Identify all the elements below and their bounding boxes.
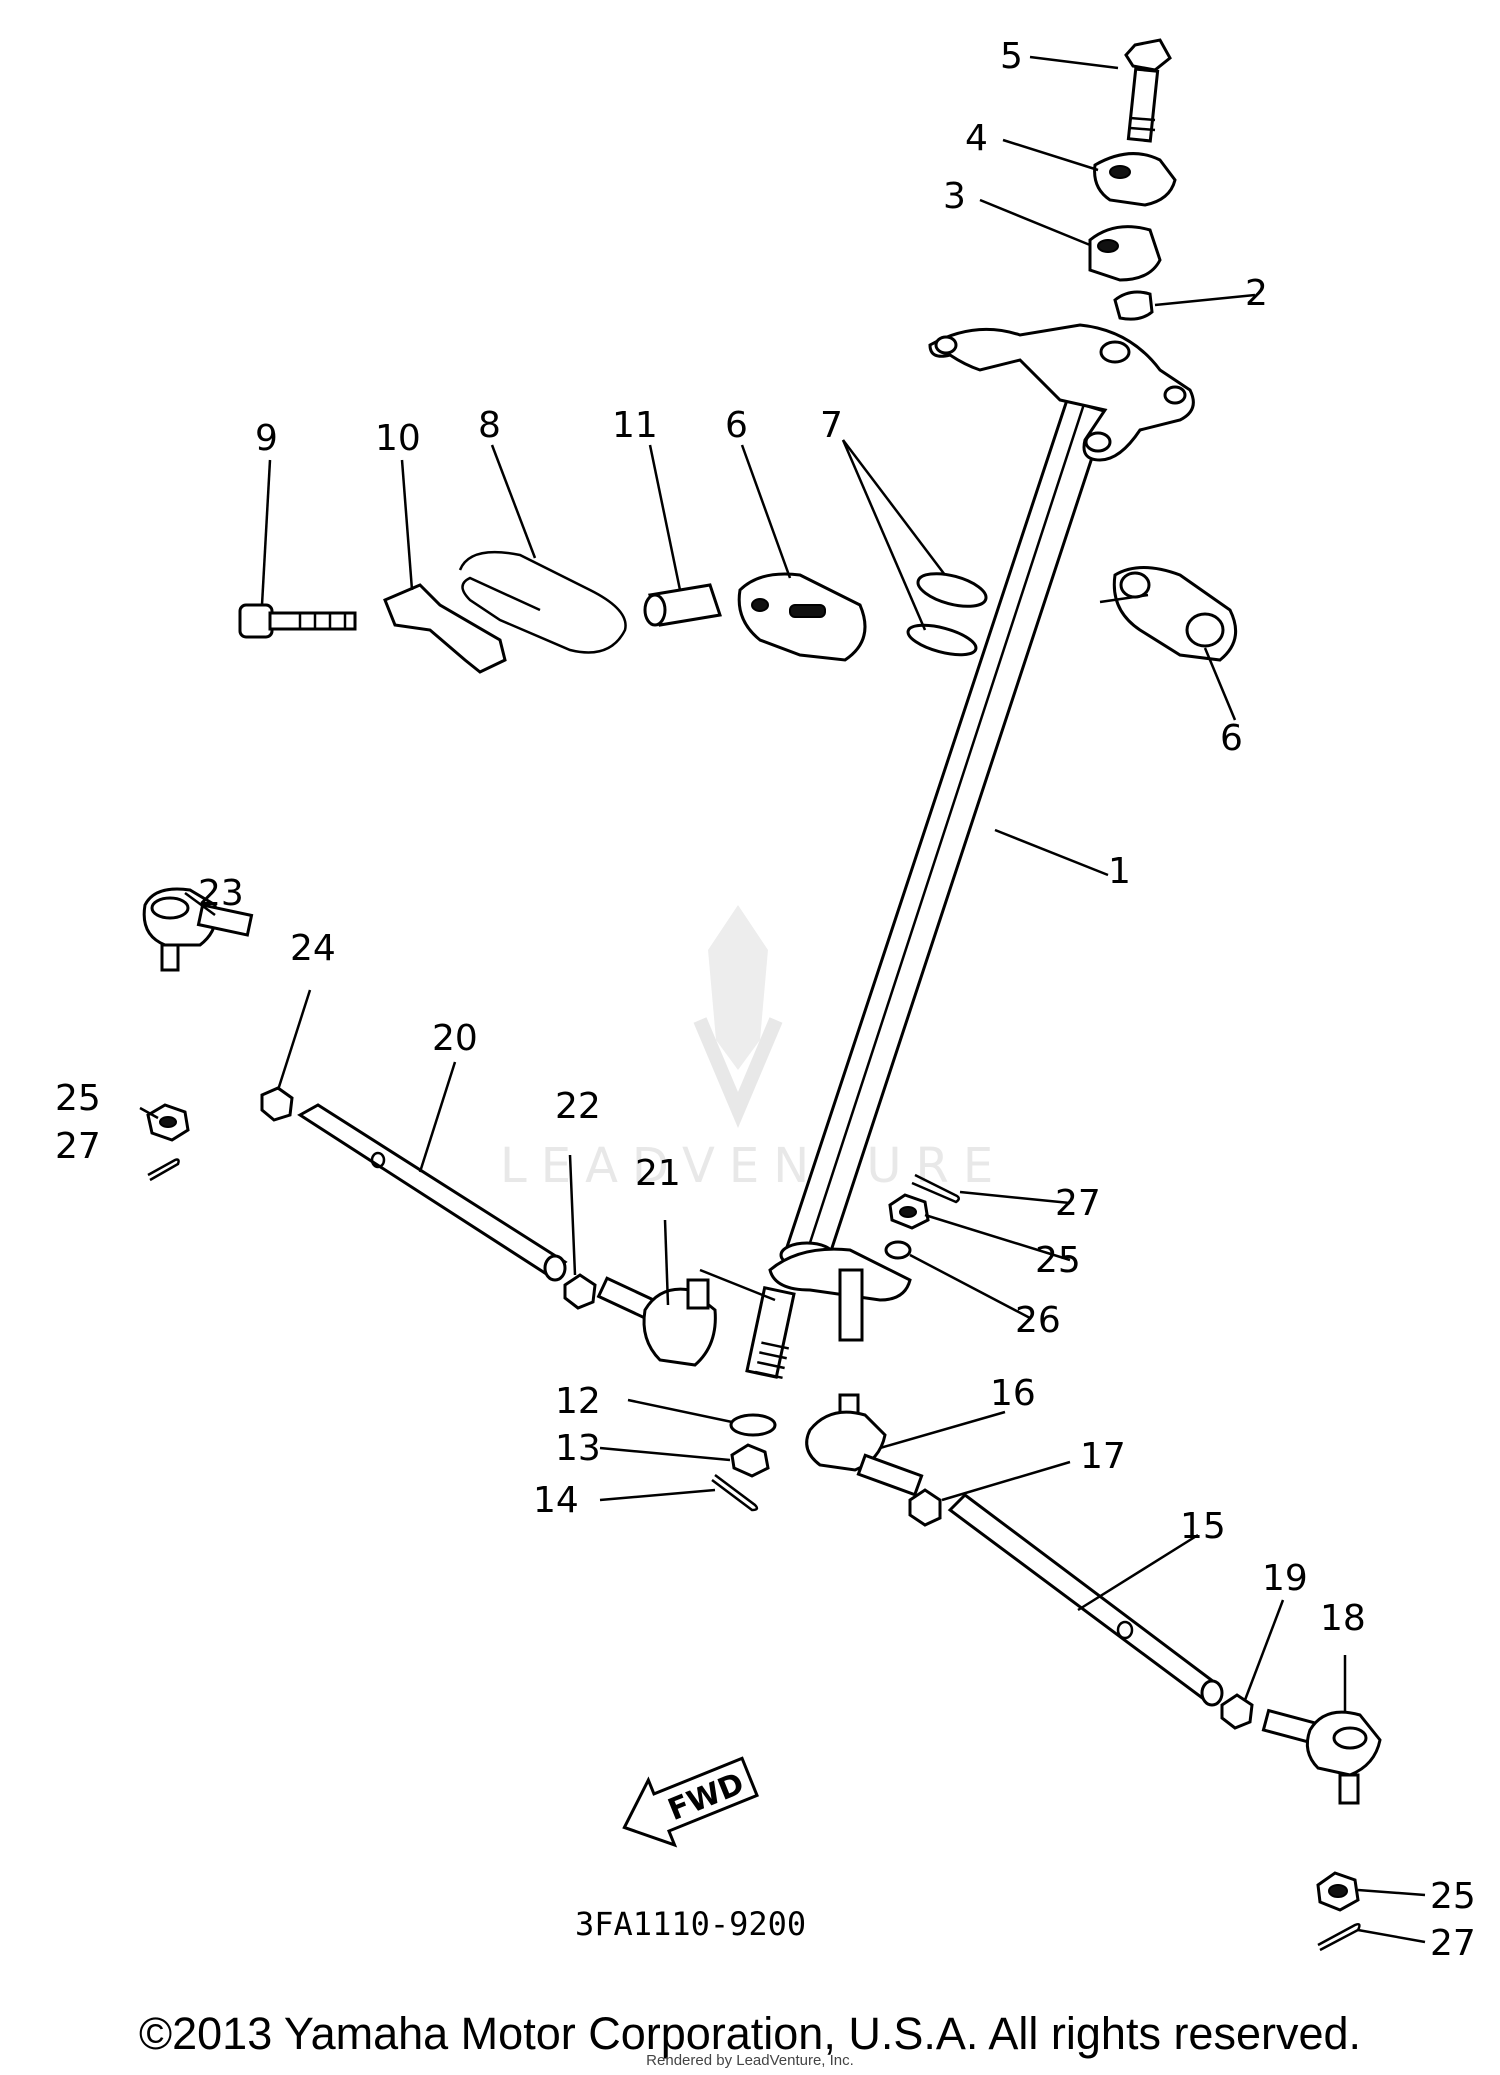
copyright-notice: ©2013 Yamaha Motor Corporation, U.S.A. A… xyxy=(138,2008,1362,2059)
callout-25-right: 25 xyxy=(1430,1876,1476,1917)
callout-14: 14 xyxy=(533,1480,579,1521)
nut-25-mid xyxy=(888,1193,930,1230)
tie-rod-end-16 xyxy=(805,1393,924,1497)
callout-9: 9 xyxy=(255,418,278,459)
holder-6-left xyxy=(737,572,867,662)
callout-25-left: 25 xyxy=(55,1078,101,1119)
callout-27-left: 27 xyxy=(55,1126,101,1167)
leader-lines xyxy=(139,55,1426,1944)
callout-19: 19 xyxy=(1262,1558,1308,1599)
washer-26 xyxy=(884,1240,912,1260)
callout-6-right: 6 xyxy=(1220,718,1243,759)
leadventure-watermark: LEADVENTURE xyxy=(500,905,1007,1194)
callout-6-left: 6 xyxy=(725,405,748,446)
callout-27-mid: 27 xyxy=(1055,1183,1101,1224)
nut-25-right xyxy=(1316,1871,1360,1912)
callout-3: 3 xyxy=(943,176,966,217)
callout-13: 13 xyxy=(555,1428,601,1469)
callout-numbers: 5 4 3 2 9 10 8 11 6 7 6 1 23 24 20 25 27… xyxy=(55,36,1476,1964)
bolt-5 xyxy=(1124,38,1172,143)
steering-shaft xyxy=(745,398,1109,1380)
nut-24 xyxy=(260,1086,294,1122)
callout-15: 15 xyxy=(1180,1506,1226,1547)
callout-22: 22 xyxy=(555,1086,601,1127)
cap-2 xyxy=(1113,290,1154,321)
callout-23: 23 xyxy=(198,873,244,914)
fwd-arrow: FWD xyxy=(622,1756,759,1848)
cotter-pin-27-right xyxy=(1317,1922,1361,1952)
callout-4: 4 xyxy=(965,118,988,159)
cotter-pin-27-mid xyxy=(911,1173,960,1204)
column-top-bracket xyxy=(928,323,1195,462)
steering-parts-diagram: LEADVENTURE xyxy=(55,36,1476,1964)
tie-rod-end-21 xyxy=(596,1276,717,1367)
handlebar-holder-upper xyxy=(1093,152,1177,207)
callout-2: 2 xyxy=(1245,273,1268,314)
nut-25-left xyxy=(146,1103,190,1142)
holder-6-right xyxy=(1112,566,1238,662)
watermark-text: LEADVENTURE xyxy=(500,1138,1007,1194)
nut-19 xyxy=(1220,1693,1254,1730)
callout-26: 26 xyxy=(1015,1300,1061,1341)
washer-12 xyxy=(729,1413,777,1437)
washers-7 xyxy=(906,572,988,657)
nut-13 xyxy=(730,1443,770,1478)
handlebar-holder-lower xyxy=(1088,225,1162,282)
part-code: 3FA1110-9200 xyxy=(575,1905,806,1943)
cotter-pin-27-left xyxy=(147,1158,180,1182)
lock-plate-10 xyxy=(383,583,507,674)
tie-rod-20 xyxy=(297,1103,568,1282)
callout-17: 17 xyxy=(1080,1436,1126,1477)
callout-21: 21 xyxy=(635,1153,681,1194)
cotter-pin-14 xyxy=(711,1474,759,1512)
callout-12: 12 xyxy=(555,1381,601,1422)
callout-25-mid: 25 xyxy=(1035,1240,1081,1281)
callout-7: 7 xyxy=(820,405,843,446)
nut-17 xyxy=(908,1488,942,1527)
callout-8: 8 xyxy=(478,405,501,446)
bolt-9 xyxy=(238,603,357,639)
callout-1: 1 xyxy=(1108,851,1131,892)
callout-16: 16 xyxy=(990,1373,1036,1414)
spring-clip-8 xyxy=(458,550,627,654)
callout-24: 24 xyxy=(290,928,336,969)
tie-rod-15 xyxy=(947,1493,1224,1707)
callout-11: 11 xyxy=(612,405,658,446)
callout-10: 10 xyxy=(375,418,421,459)
callout-18: 18 xyxy=(1320,1598,1366,1639)
render-credit: Rendered by LeadVenture, Inc. xyxy=(646,2052,854,2069)
callout-27-right: 27 xyxy=(1430,1923,1476,1964)
tie-rod-end-18 xyxy=(1261,1708,1382,1805)
callout-20: 20 xyxy=(432,1018,478,1059)
nut-22 xyxy=(563,1273,597,1310)
callout-5: 5 xyxy=(1000,36,1023,77)
collar-11 xyxy=(643,583,722,627)
